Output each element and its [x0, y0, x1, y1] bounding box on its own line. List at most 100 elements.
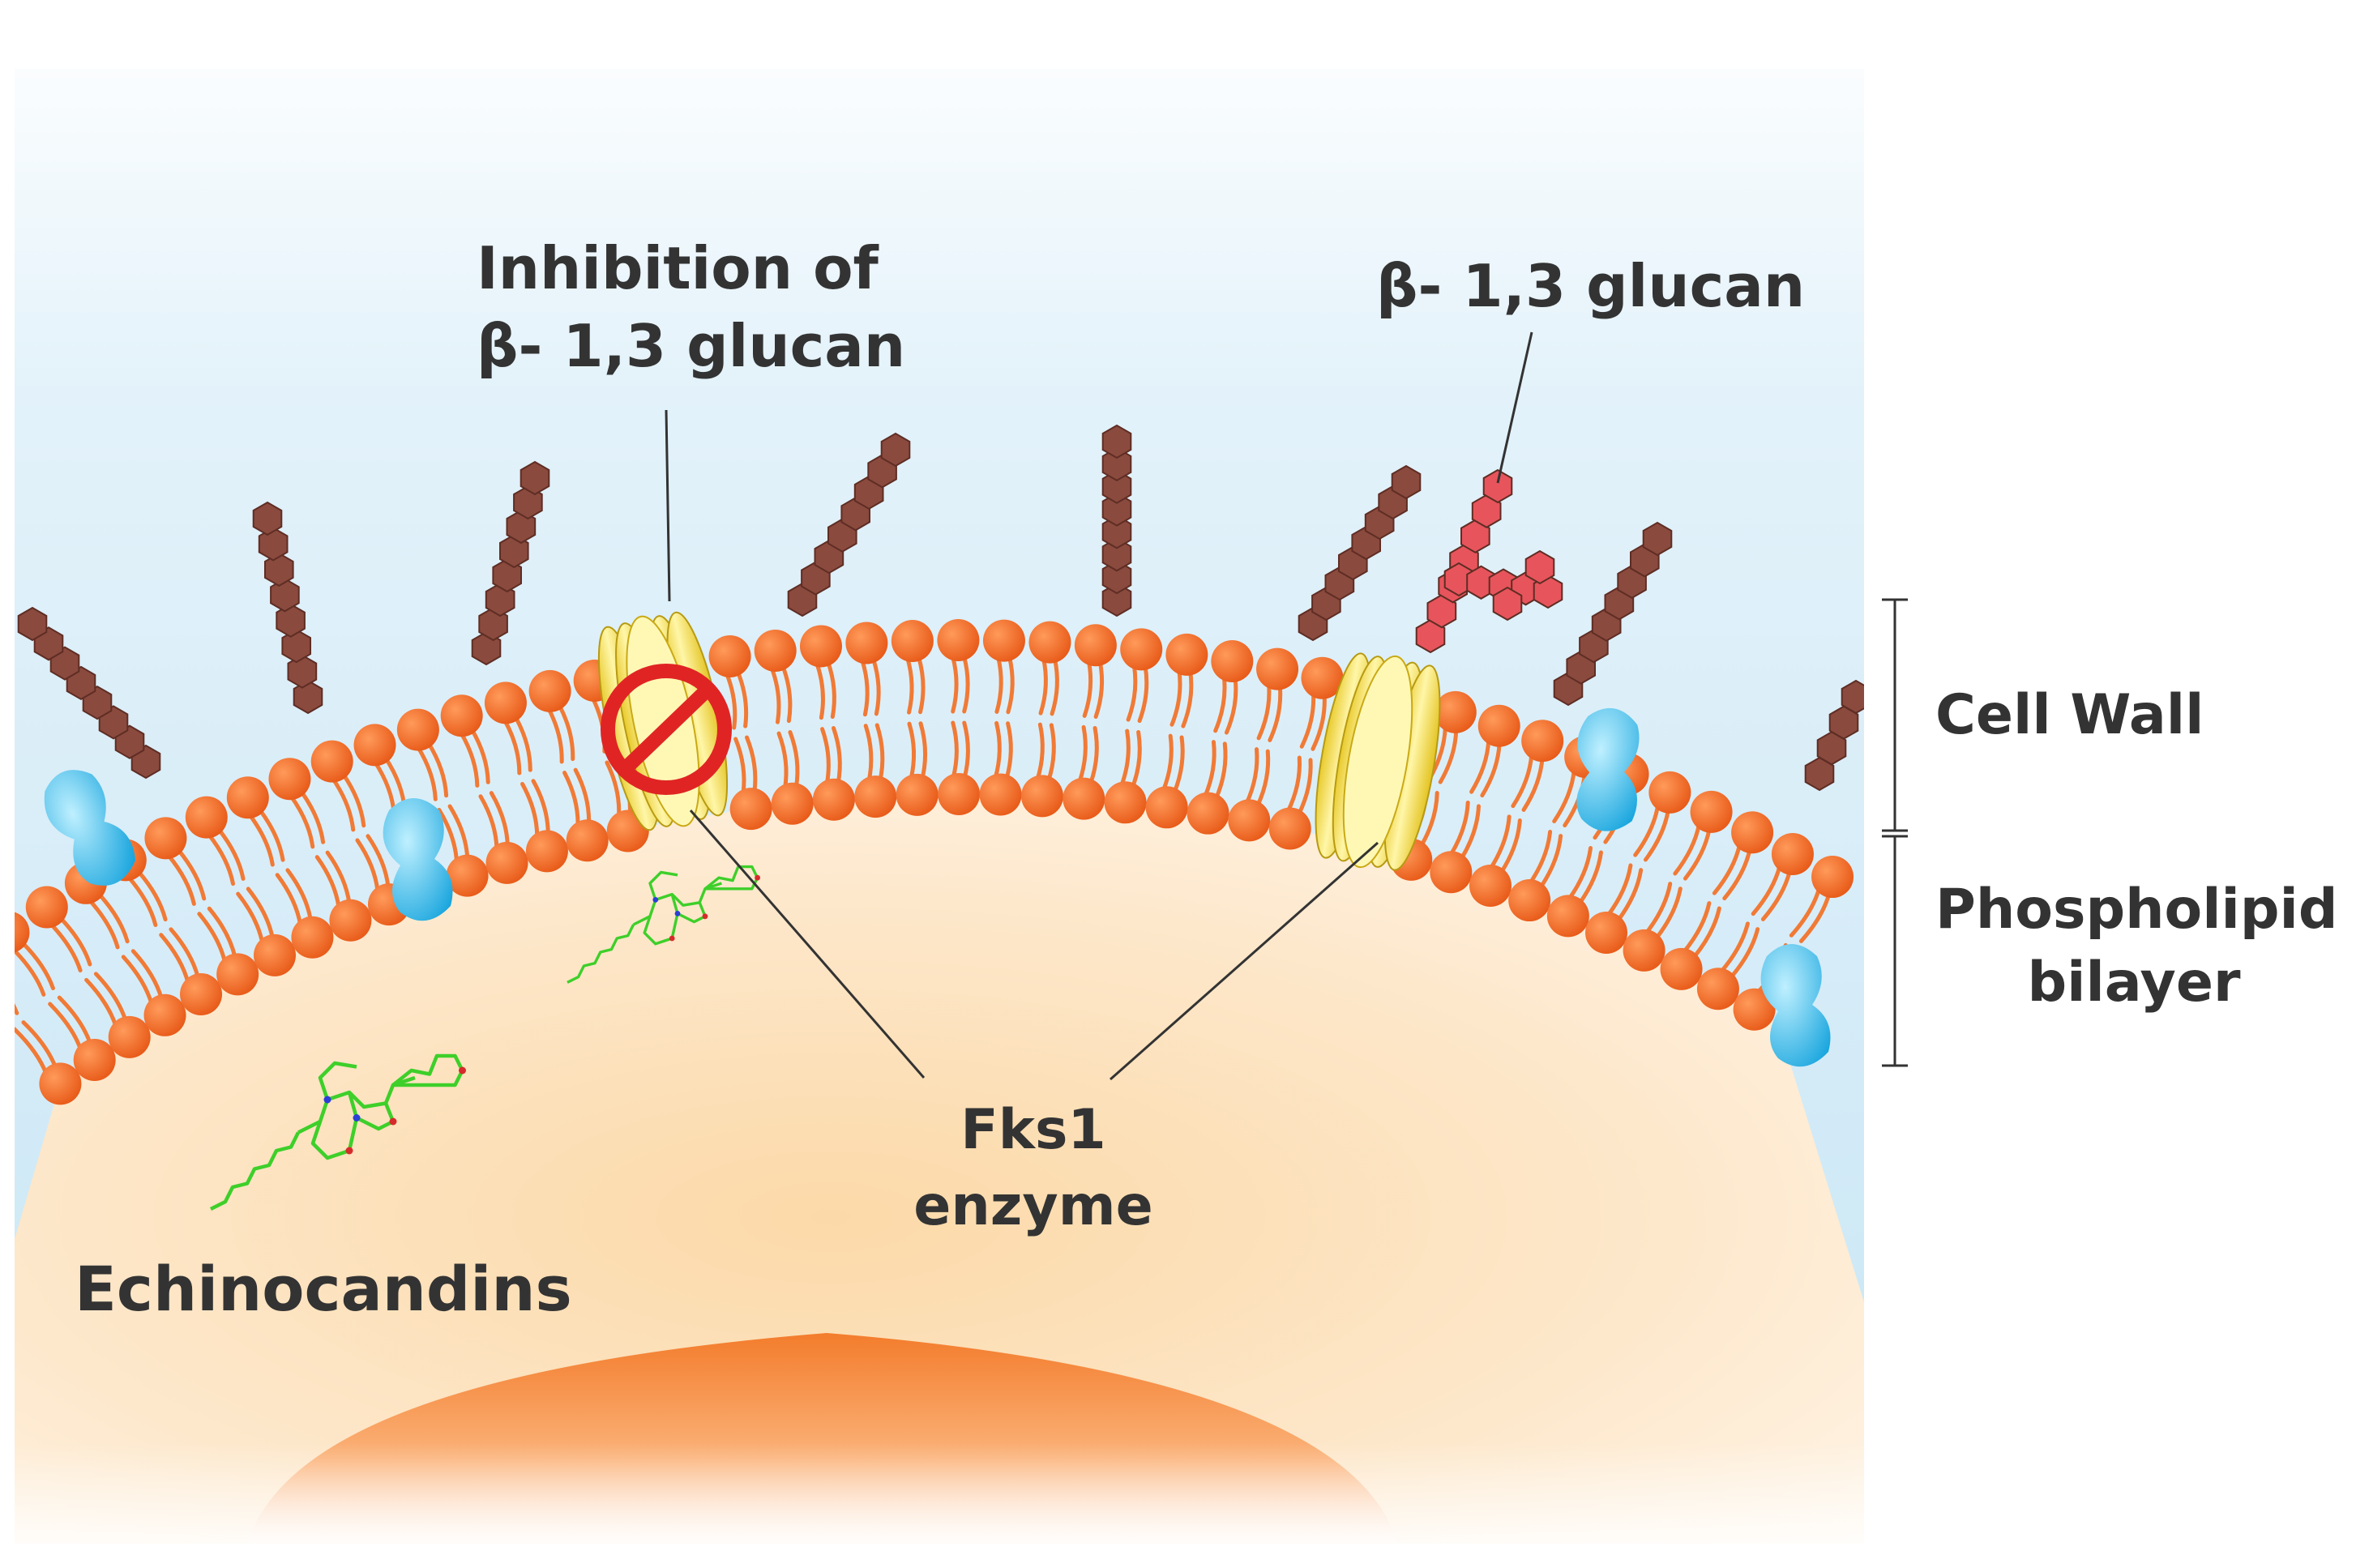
fks1-leader-line-left — [689, 810, 926, 1079]
cytoplasm — [15, 794, 1864, 1544]
lipid-tail — [469, 727, 490, 784]
glucan-unit — [1816, 731, 1847, 766]
lipid-tail — [19, 940, 55, 991]
lipid-tail — [962, 720, 970, 780]
phospholipid-label-line1: Phospholipid — [1935, 878, 2338, 942]
glucan-unit — [880, 432, 911, 468]
glucan-label: β- 1,3 glucan — [1376, 252, 1806, 320]
lipid-head — [528, 669, 571, 712]
lipid-head — [854, 775, 897, 818]
glucan-unit — [270, 578, 300, 613]
lipid-tail — [1224, 676, 1238, 735]
lipid-tail — [1552, 767, 1576, 823]
no-entry-sign-icon — [601, 664, 732, 795]
lipid-tail — [1448, 800, 1470, 857]
glucan-unit — [287, 654, 318, 689]
lipid-tail — [1751, 863, 1782, 916]
lipid-head — [1028, 621, 1071, 664]
lipid-tail — [1499, 818, 1522, 875]
lipid-tail — [724, 671, 738, 730]
lipid-tail — [447, 804, 470, 861]
lipid-tail — [1616, 868, 1644, 923]
membrane-proteins — [44, 707, 1831, 1067]
echinocandins-label: Echinocandins — [75, 1253, 572, 1325]
lipid-tail — [907, 721, 917, 781]
lipid-head — [771, 782, 814, 825]
lipid-head — [15, 912, 30, 953]
lipid-head — [979, 773, 1022, 816]
lipid-tail — [557, 703, 575, 762]
lipid-head — [754, 629, 797, 672]
glucan-chains — [17, 424, 1864, 792]
lipid-tail — [735, 669, 749, 728]
lipid-head — [291, 916, 334, 959]
echinocandin-molecule-icon — [567, 865, 760, 984]
lipid-head — [180, 972, 223, 1015]
inhibition-label-line1: Inhibition of — [477, 234, 879, 302]
lipid-tail — [815, 660, 825, 720]
lipid-tail — [246, 887, 275, 941]
glucan-unit — [1460, 519, 1490, 553]
lipid-tail — [573, 767, 592, 826]
membrane-protein — [44, 770, 136, 886]
lipid-tail — [1654, 887, 1683, 941]
fks1-enzyme — [1315, 652, 1441, 871]
lipid-tail — [416, 745, 438, 801]
lipid-tail — [49, 921, 83, 973]
lipid-head — [1256, 647, 1299, 690]
lipid-tail — [478, 794, 499, 852]
lipid-tail — [1488, 814, 1512, 871]
phospholipid-label-line2: bilayer — [2027, 951, 2241, 1015]
glucan-leader-line — [1496, 331, 1533, 484]
lipid-head — [1690, 790, 1733, 833]
glucan-unit — [1426, 594, 1457, 629]
lipid-tail — [437, 807, 460, 865]
lipid-tail — [1126, 662, 1138, 722]
lipid-tail — [15, 1027, 49, 1076]
lipid-tail — [1006, 655, 1015, 715]
glucan-unit — [1415, 618, 1446, 654]
lipid-head — [1660, 947, 1703, 990]
glucan-unit — [1101, 537, 1132, 572]
lipid-head — [708, 634, 751, 677]
lipid-tail — [1077, 724, 1088, 784]
lipid-tail — [562, 771, 580, 829]
lipid-head — [891, 619, 934, 662]
lipid-head — [484, 681, 527, 724]
lipid-head — [1063, 777, 1105, 820]
lipid-tail — [169, 927, 200, 980]
lipid-tail — [1729, 927, 1760, 980]
glucan-unit — [1101, 559, 1132, 595]
lipid-head — [982, 619, 1025, 662]
lipid-head — [1585, 911, 1628, 954]
lipid-tail — [1567, 846, 1593, 901]
lipid-head — [896, 773, 939, 816]
lipid-head — [1648, 771, 1691, 814]
lipid-head — [185, 796, 228, 839]
lipid-tail — [314, 855, 341, 910]
lipid-head — [396, 708, 439, 751]
lipid-head — [812, 778, 855, 821]
lipid-head — [1074, 624, 1117, 667]
glucan-unit — [1804, 756, 1835, 792]
lipid-head — [440, 694, 483, 737]
lipid-tail — [1712, 842, 1742, 895]
lipid-tail — [166, 852, 196, 906]
lipid-tail — [874, 723, 885, 783]
lipid-tail — [871, 656, 881, 716]
glucan-unit — [1101, 424, 1132, 459]
lipid-head — [1469, 865, 1512, 908]
lipid-head — [1731, 811, 1774, 854]
fks1-label-line2: enzyme — [913, 1174, 1153, 1238]
lipid-tail — [1169, 668, 1182, 727]
lipid-tail — [459, 730, 480, 788]
lipid-tail — [605, 760, 622, 818]
lipid-tail — [1511, 752, 1534, 809]
lipid-head — [485, 841, 528, 884]
fks1-leader-line-right — [1110, 841, 1379, 1081]
lipid-tail — [1050, 656, 1059, 716]
lipid-tail — [1172, 735, 1185, 794]
lipid-tail — [832, 725, 842, 785]
lipid-tail — [780, 664, 793, 724]
